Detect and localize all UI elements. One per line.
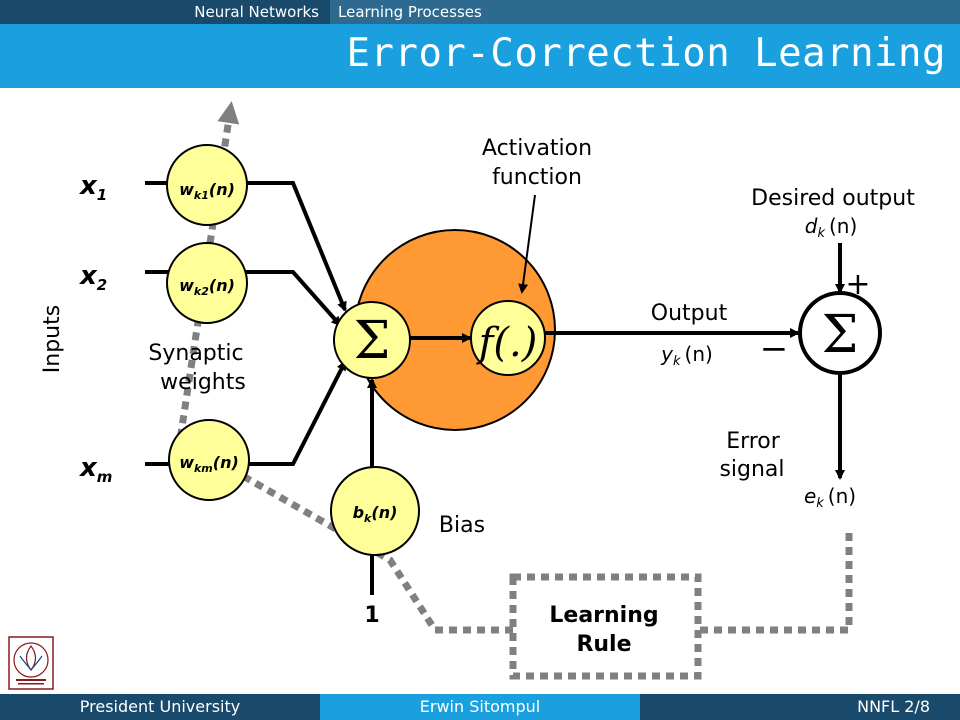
- learning-rule-label-2: Rule: [576, 632, 631, 657]
- error-variable: ek(n): [804, 484, 856, 511]
- footer-author: Erwin Sitompul: [320, 694, 640, 720]
- weight-node-2: [166, 242, 248, 324]
- sum-symbol: Σ: [354, 311, 391, 371]
- weight-1-label: wk1(n): [179, 180, 235, 202]
- learning-rule-box: [509, 573, 702, 680]
- synaptic-label-1: Synaptic: [148, 341, 243, 366]
- top-nav-bar: Neural Networks Learning Processes: [0, 0, 960, 24]
- footer-page: NNFL 2/8: [640, 694, 960, 720]
- activation-symbol: f(.): [476, 320, 538, 366]
- rule-feedback-path: [176, 101, 513, 634]
- inputs-label: Inputs: [40, 305, 65, 373]
- weight-m-to-sum: [245, 360, 347, 466]
- weight-2-label: wk2(n): [179, 276, 235, 298]
- nav-section[interactable]: Neural Networks: [0, 0, 327, 24]
- comparator-symbol: Σ: [822, 305, 859, 365]
- footer-bar: President University Erwin Sitompul NNFL…: [0, 694, 960, 720]
- output-variable: yk(n): [660, 342, 713, 369]
- footer-page-label: NNFL 2/8: [857, 697, 930, 716]
- desired-variable: dk(n): [805, 214, 858, 241]
- activation-label-1: Activation: [482, 136, 592, 161]
- minus-sign: −: [760, 329, 789, 369]
- error-to-rule-path: [698, 533, 853, 634]
- input-xm: xm: [78, 453, 112, 486]
- weight-node-m: [168, 419, 250, 501]
- synaptic-label-2: weights: [160, 370, 246, 395]
- activation-pointer: [518, 194, 536, 294]
- weight-1-to-sum: [245, 181, 347, 312]
- university-logo-icon: [8, 636, 54, 690]
- bias-node-label: bk(n): [353, 503, 398, 525]
- desired-label: Desired output: [751, 186, 915, 211]
- nav-section-label: Neural Networks: [194, 3, 319, 21]
- nav-subsection-label: Learning Processes: [338, 3, 482, 21]
- input-x1: x1: [78, 171, 107, 204]
- input-x2: x2: [78, 261, 107, 294]
- bias-node: [330, 466, 420, 556]
- activation-label-2: function: [492, 165, 582, 190]
- error-label-2: signal: [719, 457, 784, 482]
- error-label-1: Error: [726, 429, 781, 454]
- weight-node-1: [166, 144, 248, 226]
- activation-node: [470, 300, 546, 376]
- plus-sign: +: [845, 267, 870, 302]
- comparator-node: [798, 291, 882, 375]
- nav-subsection[interactable]: Learning Processes: [330, 0, 960, 24]
- sum-node: [333, 301, 411, 379]
- footer-university: President University: [0, 694, 320, 720]
- bias-input-1: 1: [364, 603, 379, 628]
- weight-2-to-sum: [245, 270, 342, 327]
- slide-title: Error-Correction Learning: [346, 31, 946, 76]
- weight-m-label: wkm(n): [179, 453, 239, 475]
- output-label: Output: [651, 301, 728, 326]
- learning-rule-label-1: Learning: [549, 603, 658, 628]
- title-bar: [0, 24, 960, 88]
- bias-label: Bias: [439, 513, 485, 538]
